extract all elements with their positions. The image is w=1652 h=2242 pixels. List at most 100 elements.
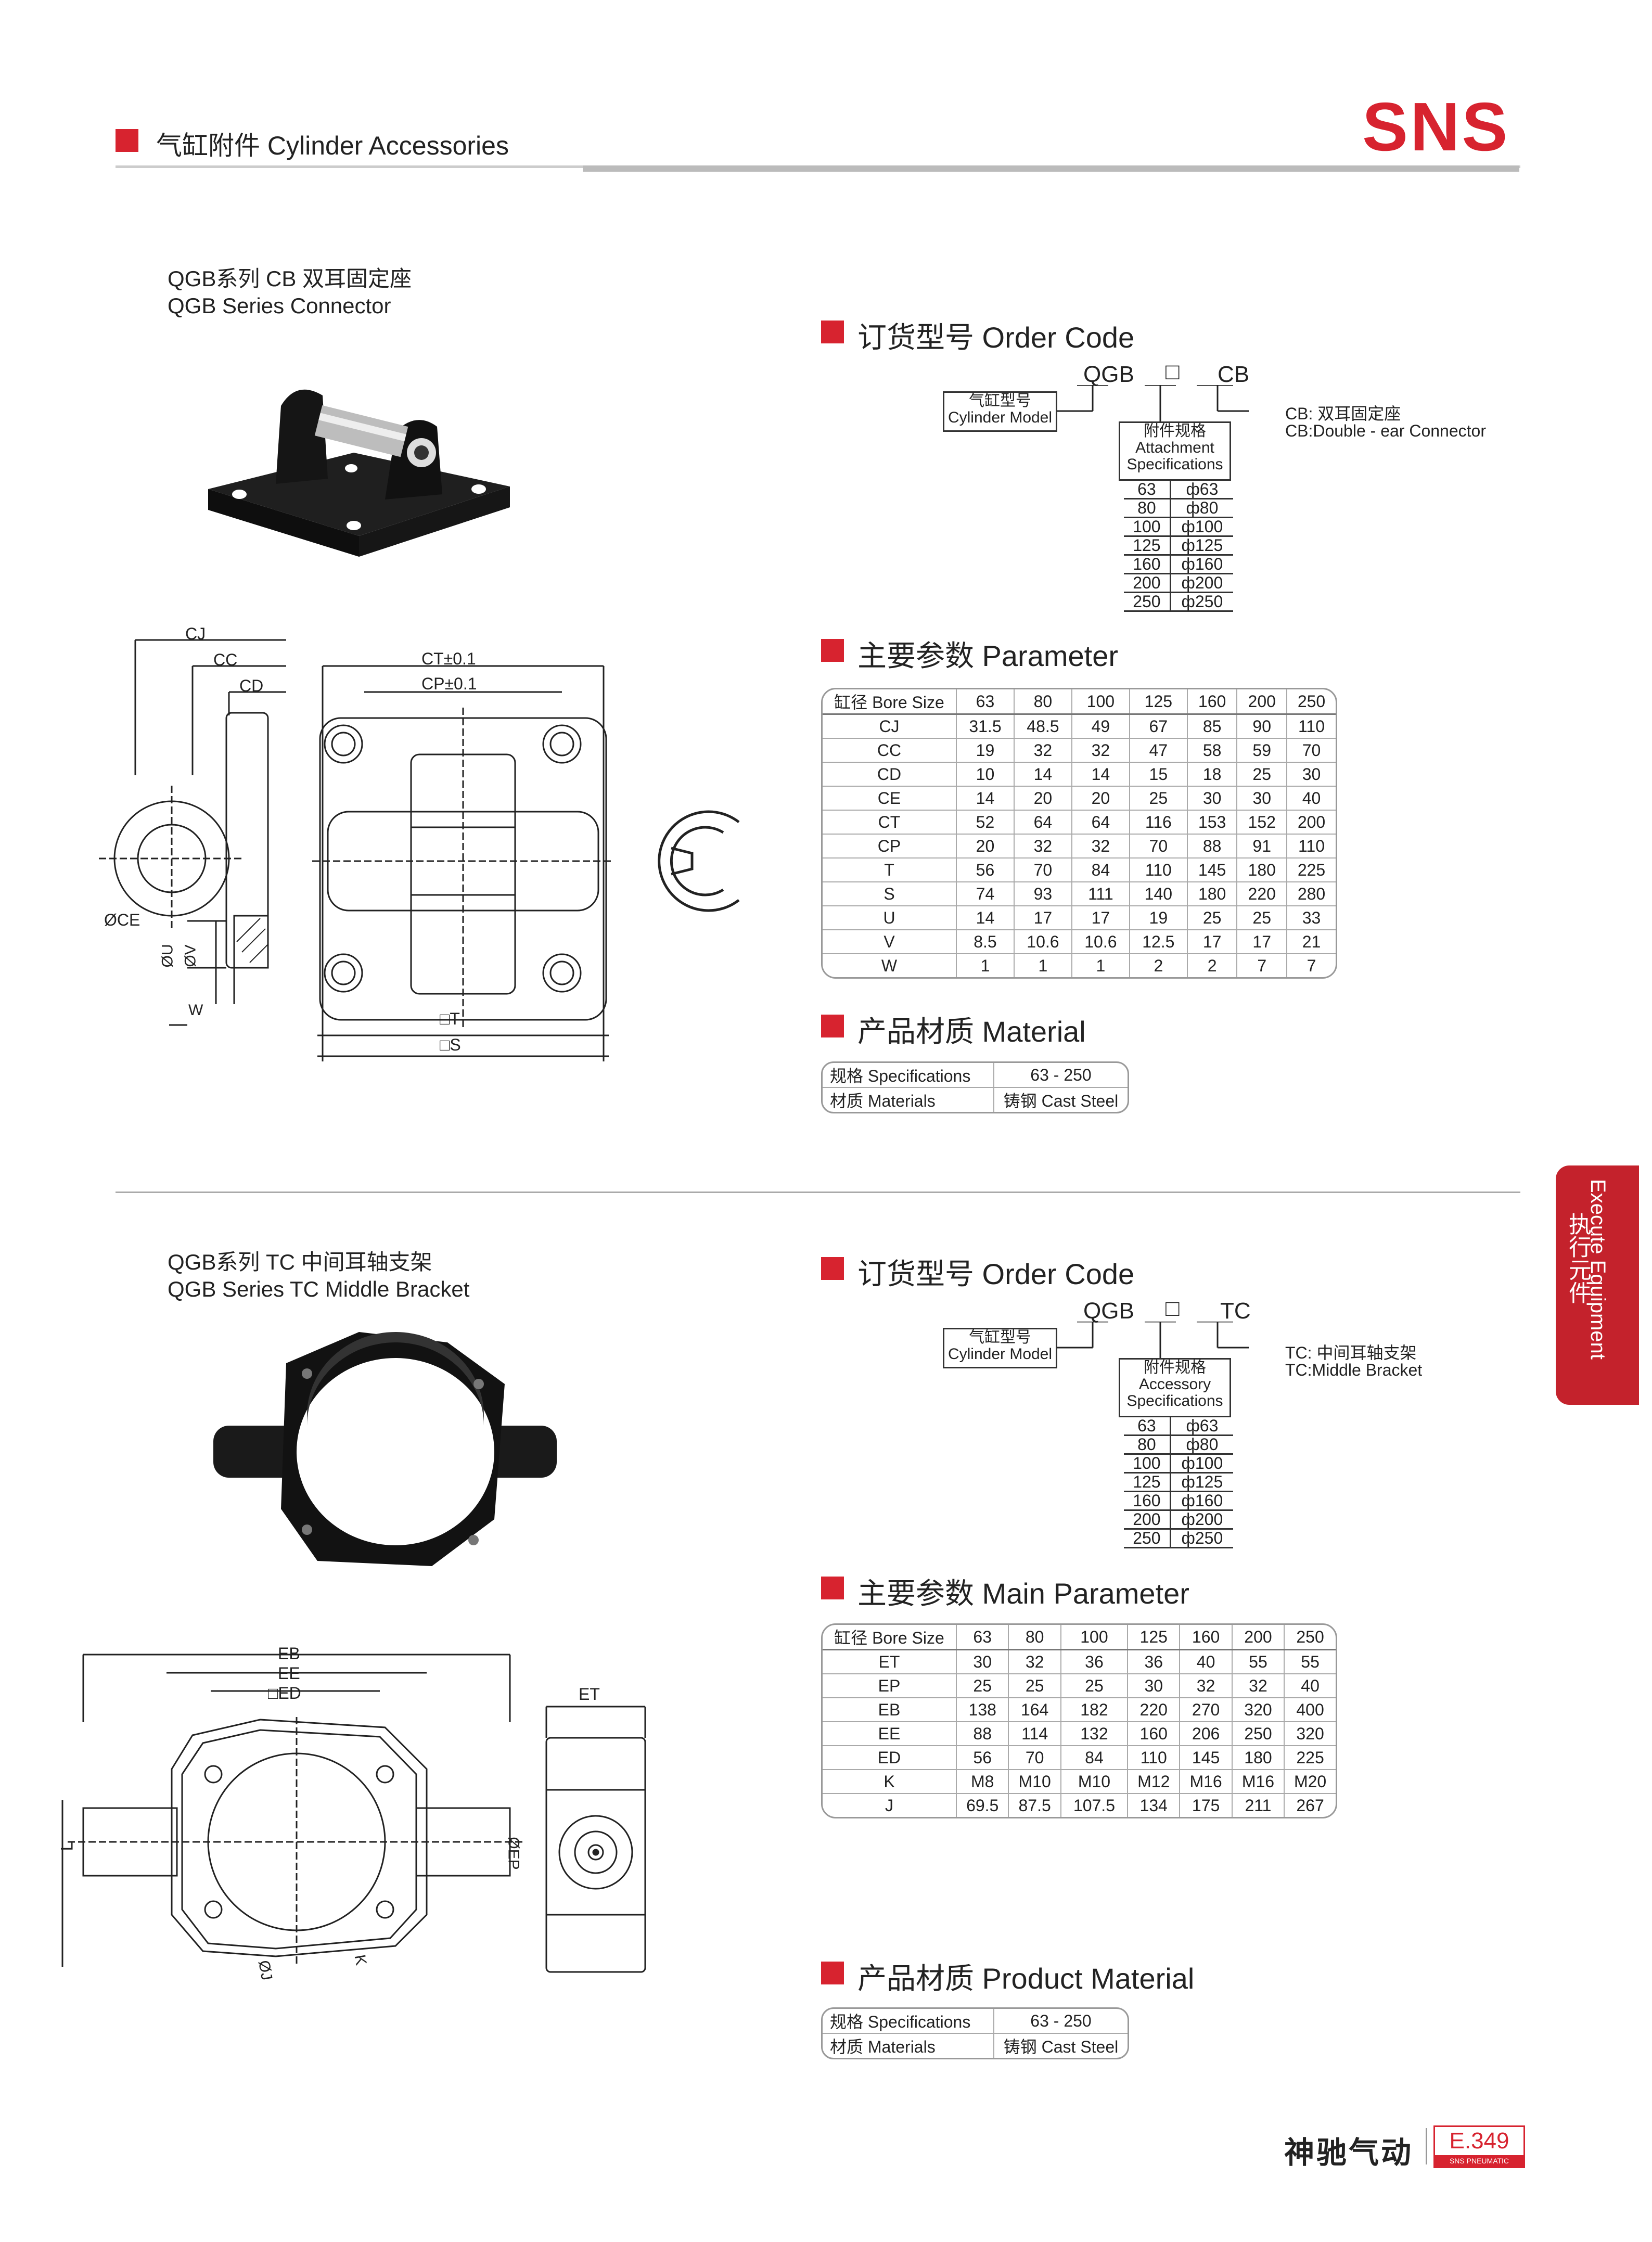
tc-param-title: 主要参数 Main Parameter [857,1577,1189,1610]
cb-dim-s: □S [440,1035,461,1054]
side-tab: Execute Equipment 执行元件 [1556,1165,1639,1405]
tc-side-drawing [545,1706,646,1973]
section-divider [116,1192,1520,1193]
tc-attach-zh: 附件规格 [1144,1359,1206,1376]
tc-code-model: QGB [1083,1298,1134,1324]
tc-attach-en1: Accessory [1138,1376,1211,1393]
cb-param-title: 主要参数 Parameter [857,639,1118,672]
cb-dim-cj: CJ [185,624,206,643]
tc-dim-ep: ØEP [505,1837,522,1870]
cb-attachment-box: 附件规格 Attachment Specifications [1119,421,1231,481]
cb-cylinder-model-box: 气缸型号 Cylinder Model [943,391,1057,432]
tc-order-title: 订货型号 Order Code [857,1258,1135,1290]
sns-logo: SNS [1362,88,1510,165]
cb-attach-en2: Specifications [1126,456,1223,473]
tc-suffix-desc-en: TC:Middle Bracket [1285,1361,1423,1379]
cb-dim-w: W [188,1002,203,1019]
cb-dim-ce: ØCE [104,911,140,929]
tc-code-suffix: TC [1220,1298,1251,1324]
cb-suffix-desc-en: CB:Double - ear Connector [1285,421,1486,440]
cb-order-red-square [821,321,844,343]
cb-code-box: □ [1166,359,1180,385]
page-number-box: E.349 SNS PNEUMATIC [1433,2125,1525,2168]
cb-order-leaders [1056,385,1249,421]
footer-brand: 神驰气动 [1284,2136,1414,2170]
page-number: E.349 [1449,2128,1509,2154]
cb-suffix-desc-zh: CB: 双耳固定座 [1285,404,1401,423]
header-title: 气缸附件 Cylinder Accessories [156,131,509,160]
cb-caption-en: QGB Series Connector [168,293,391,318]
tc-product-photo [213,1332,557,1566]
tc-cyl-model-en: Cylinder Model [947,1346,1053,1363]
cb-param-red-square [821,639,844,662]
cb-cyl-model-zh: 气缸型号 [969,392,1031,409]
tc-dim-l: L [57,1841,76,1851]
tc-cylinder-model-box: 气缸型号 Cylinder Model [943,1328,1057,1368]
cb-attach-en1: Attachment [1135,439,1214,456]
cb-dim-u: ØU [159,944,176,968]
cb-side-drawing [99,639,286,1026]
tc-dim-eb: EB [278,1644,300,1663]
tc-accessory-box: 附件规格 Accessory Specifications [1119,1358,1231,1417]
page-sub: SNS PNEUMATIC [1435,2155,1523,2167]
side-tab-zh: 执行元件 [1565,1212,1591,1304]
tc-dim-ee: EE [278,1664,300,1683]
tc-attach-en2: Specifications [1126,1392,1223,1410]
cb-dim-t: □T [440,1009,460,1028]
tc-suffix-desc-zh: TC: 中间耳轴支架 [1285,1343,1417,1362]
tc-code-box: □ [1166,1296,1180,1321]
cb-attach-zh: 附件规格 [1144,422,1206,440]
cb-dim-cc: CC [213,650,238,669]
cb-product-photo [208,389,510,557]
tc-dim-j: ØJ [255,1959,276,1982]
header-rule-accent [583,165,1519,172]
cb-dim-v: ØV [182,944,199,967]
tc-dim-et: ET [579,1685,600,1703]
tc-material-red-square [821,1962,844,1984]
tc-front-drawing [61,1654,526,1967]
tc-order-red-square [821,1257,844,1280]
header-red-square [116,129,138,152]
cb-dim-cd: CD [239,676,264,695]
tc-caption-en: QGB Series TC Middle Bracket [168,1277,470,1301]
cb-dim-ct: CT±0.1 [421,649,476,668]
